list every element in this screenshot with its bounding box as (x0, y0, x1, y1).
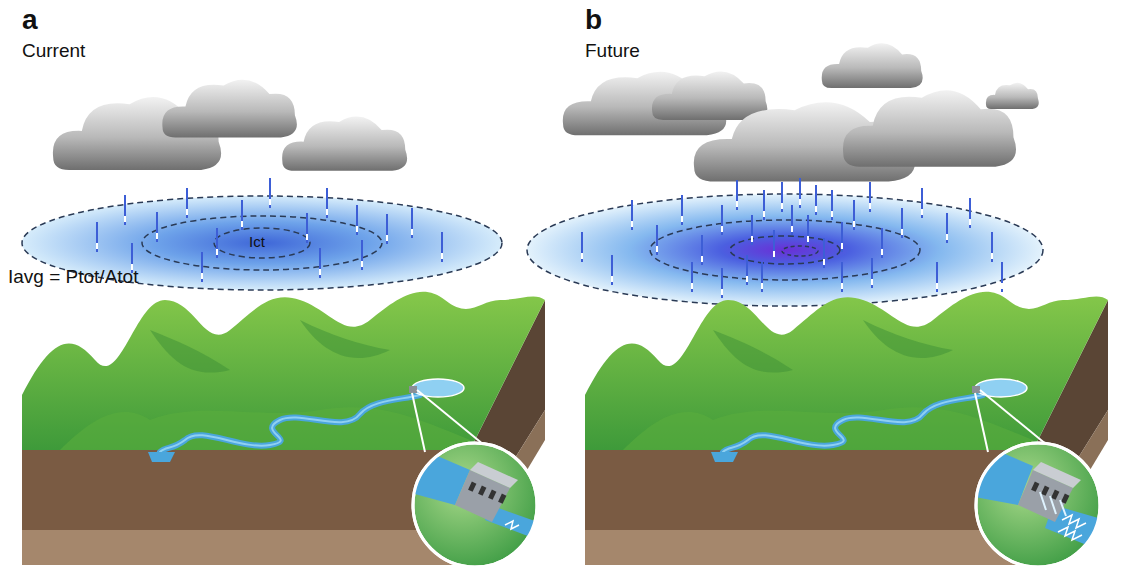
panel-letter: b (585, 4, 602, 36)
panel-title: Current (22, 40, 85, 62)
formula-label: Iavg = Ptot/Atot (8, 266, 138, 288)
panel-title: Future (585, 40, 640, 62)
intensity-label: Ict (249, 233, 265, 250)
panel-letter: a (22, 4, 38, 36)
